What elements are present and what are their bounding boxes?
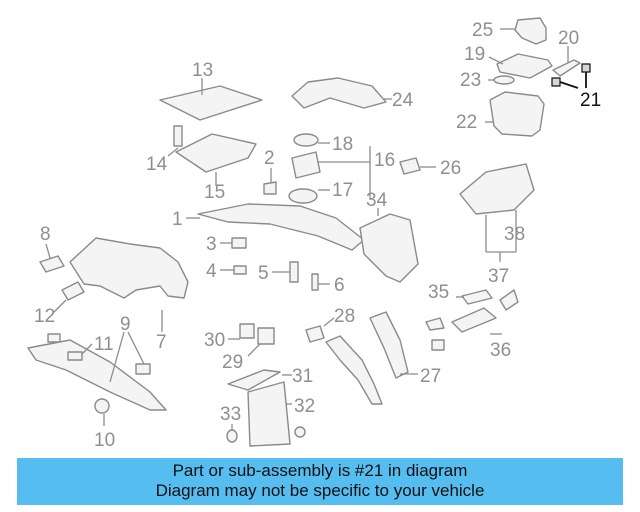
callout-8: 8 [40,224,51,245]
callout-31: 31 [292,366,313,387]
part-1-console-trim [197,203,365,251]
part-36-plug [431,339,445,351]
callout-22: 22 [456,112,477,133]
part-28-clip [305,325,325,343]
part-9-side-trim [27,339,167,411]
callout-18: 18 [332,134,353,155]
part-24-armrest [291,77,387,109]
callout-29: 29 [222,352,243,373]
callout-10: 10 [94,430,115,451]
callout-37: 37 [488,266,509,287]
console-base [69,237,189,299]
callout-7: 7 [156,332,167,353]
callout-23: 23 [460,70,481,91]
callout-2: 2 [264,148,275,169]
part-4-clip [233,265,247,275]
callout-20: 20 [558,28,579,49]
callout-14: 14 [146,154,168,175]
part-23-washer [493,75,515,85]
callout-24: 24 [392,90,414,111]
part-27-trim [325,335,383,405]
part-31-bracket [227,369,281,391]
part-17-cupholder-base [288,188,318,204]
part-16-cupholder [291,151,321,179]
part-36-clip [499,289,519,311]
part-12-bracket [61,281,85,301]
part-33-plug [226,429,238,443]
part-20-latch [552,59,581,77]
callout-33: 33 [220,404,241,425]
part-2-clip [263,181,277,195]
parts-diagram: 25 20 19 23 21 22 13 24 18 14 2 16 26 15… [27,17,601,451]
part-9-clip-b [135,363,151,375]
part-38-storage [459,163,535,215]
part-14-pin [173,125,183,147]
part-5-pin [289,261,299,283]
callout-13: 13 [192,60,213,81]
part-13-mat [159,85,263,121]
part-32-panel [247,381,291,447]
part-36-cover [451,307,497,333]
callout-32: 32 [294,396,315,417]
callout-15: 15 [204,182,225,203]
callout-4: 4 [206,261,217,282]
callout-36: 36 [490,340,511,361]
part-9-clip-a [47,333,61,343]
callout-16: 16 [374,150,395,171]
callout-35: 35 [428,282,449,303]
callout-12: 12 [34,306,55,327]
part-32-screw [294,426,306,438]
part-25-bracket [514,17,547,45]
part-29-clip [257,327,275,345]
callout-21: 21 [580,90,601,111]
info-banner: Part or sub-assembly is #21 in diagram D… [17,458,623,505]
part-36-clip-b [425,317,445,331]
callout-25: 25 [472,20,493,41]
part-26-switch [399,157,421,175]
part-22-bin [489,91,545,137]
callout-34: 34 [366,190,388,211]
callout-1: 1 [172,209,183,230]
part-11-clip [67,351,83,361]
part-35-bracket [461,289,493,305]
callout-9: 9 [120,314,131,335]
part-6-pin [311,273,319,291]
callout-11: 11 [94,334,114,355]
part-8-clip [39,255,65,273]
part-21-clip [581,63,591,73]
callout-19: 19 [464,44,485,65]
part-27-trim-b [369,311,409,379]
part-34-panel [359,213,419,283]
callout-26: 26 [440,158,461,179]
callout-17: 17 [332,180,353,201]
banner-line-part: Part or sub-assembly is #21 in diagram [172,461,468,480]
part-30-clip [239,323,255,339]
banner-line-disclaimer: Diagram may not be specific to your vehi… [155,481,485,500]
part-10-plug [94,398,110,414]
part-18-cupholder-ring [293,133,319,147]
part-21-clip-b [551,77,561,87]
part-19-lid [496,53,553,79]
callout-27: 27 [420,366,441,387]
callout-30: 30 [204,330,225,351]
callout-3: 3 [206,234,217,255]
part-15-bezel [175,133,257,173]
part-3-bracket [231,237,247,249]
callout-38: 38 [504,224,525,245]
callout-28: 28 [334,306,355,327]
callout-5: 5 [258,263,269,284]
callout-6: 6 [334,275,345,296]
